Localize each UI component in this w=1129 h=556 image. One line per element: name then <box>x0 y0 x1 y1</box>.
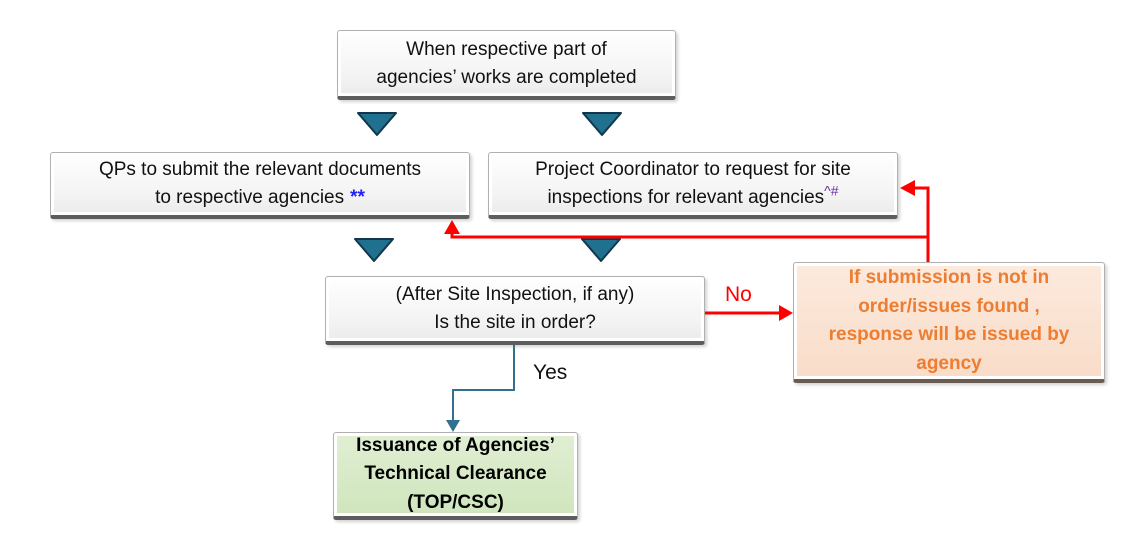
node-project-coordinator: Project Coordinator to request for site … <box>488 152 898 219</box>
feedback-line-to-qp <box>450 231 928 239</box>
branch-label-yes: Yes <box>533 361 568 384</box>
footnote-mark-asterisks: ** <box>350 187 365 208</box>
node-qp-submit: QPs to submit the relevant documents to … <box>50 152 470 219</box>
yes-connector-line <box>452 345 515 425</box>
branch-label-no: No <box>725 283 752 306</box>
node-submission-not-in-order: If submission is not in order/issues fou… <box>793 262 1105 383</box>
feedback-arrowhead-left-icon <box>900 180 915 196</box>
feedback-arrowhead-up-icon <box>444 220 460 234</box>
down-arrow-icon <box>582 112 622 136</box>
node-text-line: response will be issued by <box>828 324 1070 345</box>
node-text-line: agency <box>916 352 982 374</box>
down-arrow-icon <box>357 112 397 136</box>
node-site-in-order-decision: (After Site Inspection, if any) Is the s… <box>325 276 705 345</box>
node-text-line: (After Site Inspection, if any) <box>395 284 635 306</box>
down-arrow-icon <box>581 238 621 262</box>
yes-arrowhead-icon <box>446 420 460 432</box>
down-arrow-icon <box>354 238 394 262</box>
node-text-line: Project Coordinator to request for site <box>535 159 851 181</box>
node-text-line: to respective agencies** <box>51 184 469 212</box>
feedback-line-to-coordinator <box>914 186 930 262</box>
node-text-line: order/issues found , <box>858 295 1040 317</box>
node-technical-clearance: Issuance of Agencies’ Technical Clearanc… <box>333 432 578 520</box>
node-text-line: QPs to submit the relevant documents <box>98 159 422 181</box>
node-text-line: Issuance of Agencies’ <box>356 435 555 457</box>
node-text-line: Technical Clearance <box>364 463 547 485</box>
node-text: to respective agencies <box>155 187 345 208</box>
node-text: inspections for relevant agencies <box>547 187 825 208</box>
node-text-line: inspections for relevant agencies^# <box>489 184 897 212</box>
node-start: When respective part of agencies’ works … <box>337 30 676 100</box>
footnote-mark-caret-hash: ^# <box>824 182 839 199</box>
node-text-line: When respective part of <box>406 38 607 60</box>
no-arrowhead-icon <box>779 305 793 321</box>
node-text-line: Is the site in order? <box>434 312 596 333</box>
node-text-line: (TOP/CSC) <box>407 491 504 513</box>
node-text-line: agencies’ works are completed <box>376 66 637 88</box>
node-text-line: If submission is not in <box>848 267 1050 288</box>
